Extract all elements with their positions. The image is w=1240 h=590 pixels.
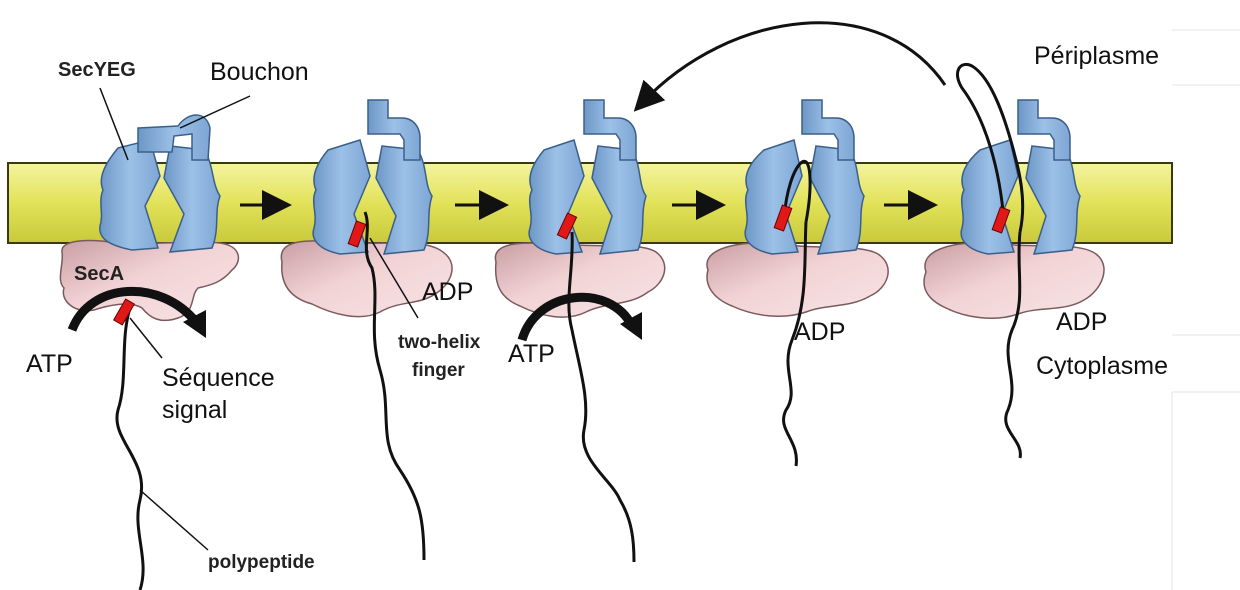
secyeg-left-half bbox=[745, 140, 802, 254]
secyeg-left-half bbox=[961, 140, 1018, 254]
seca-complex bbox=[707, 243, 888, 316]
label-periplasme: Périplasme bbox=[1034, 42, 1159, 70]
label-adp-2: ADP bbox=[422, 278, 473, 306]
label-cytoplasme: Cytoplasme bbox=[1036, 352, 1168, 380]
seca-complex bbox=[924, 243, 1104, 318]
polypeptide-chain bbox=[117, 308, 143, 590]
secyeg-left-half bbox=[100, 140, 160, 250]
label-sequence-line2: signal bbox=[162, 396, 227, 424]
stage-5 bbox=[924, 64, 1104, 458]
polypeptide-leader bbox=[140, 490, 208, 550]
label-seca: SecA bbox=[74, 263, 124, 285]
label-polypeptide: polypeptide bbox=[208, 552, 315, 573]
label-adp-4: ADP bbox=[794, 318, 845, 346]
secyeg-leader bbox=[100, 88, 128, 160]
sequence-leader bbox=[130, 318, 162, 358]
label-secyeg: SecYEG bbox=[58, 59, 136, 81]
label-bouchon: Bouchon bbox=[210, 58, 309, 86]
label-finger-line1: two-helix bbox=[398, 332, 481, 353]
secyeg-left-half bbox=[529, 140, 584, 254]
bouchon-leader bbox=[180, 96, 250, 128]
label-atp-3: ATP bbox=[508, 340, 555, 368]
label-finger-line2: finger bbox=[412, 360, 465, 381]
label-atp-1: ATP bbox=[26, 350, 73, 378]
label-sequence-line1: Séquence bbox=[162, 364, 275, 392]
label-adp-5: ADP bbox=[1056, 308, 1107, 336]
return-arrow bbox=[642, 23, 945, 103]
seca-complex bbox=[495, 243, 664, 317]
stage-4 bbox=[707, 100, 888, 466]
background-frames bbox=[1172, 30, 1240, 590]
